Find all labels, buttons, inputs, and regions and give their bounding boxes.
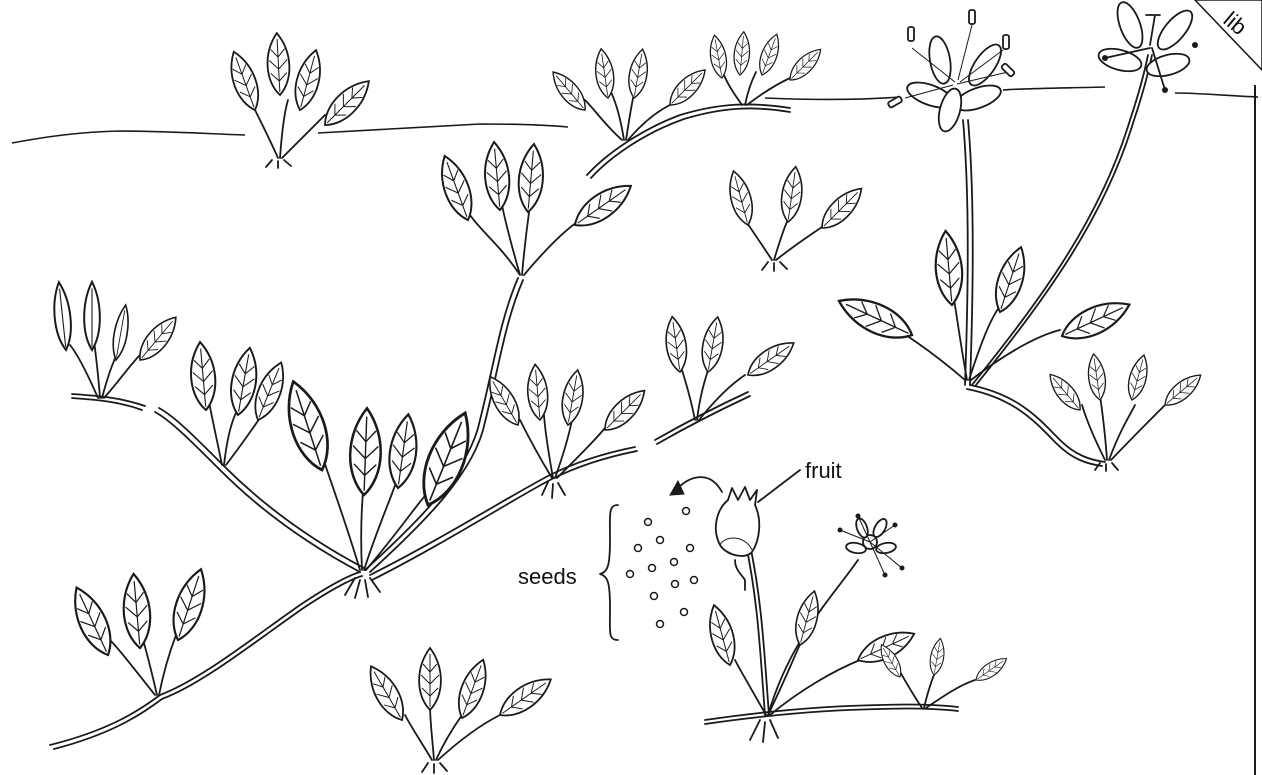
plant-flowering-right: [833, 0, 1206, 471]
plant-far-left: [51, 281, 183, 398]
plant-bottom-center: [362, 648, 557, 773]
plant-small-center: [724, 165, 868, 271]
seeds-brace: [600, 505, 618, 640]
mother-plant-center: [278, 377, 482, 598]
corner-badge: lib: [1195, 0, 1262, 70]
plant-bottom-left: [65, 565, 214, 695]
plant-fruiting: [703, 487, 1010, 742]
plant-center-runner: [482, 364, 652, 498]
runners: [50, 104, 1105, 749]
seeds-label: seeds: [518, 564, 577, 589]
fruit-capsule: [716, 487, 759, 590]
flower-small: [838, 514, 905, 578]
seed-dispersal-arrow: [670, 477, 722, 495]
flower-open-1: [887, 10, 1015, 134]
fruit-pointer-line: [758, 470, 800, 502]
plant-top-middle: [546, 31, 826, 140]
seeds: [627, 508, 698, 628]
plant-upper-mid: [433, 141, 637, 275]
plant-top-left: [224, 33, 377, 168]
fruit-label: fruit: [805, 458, 842, 483]
